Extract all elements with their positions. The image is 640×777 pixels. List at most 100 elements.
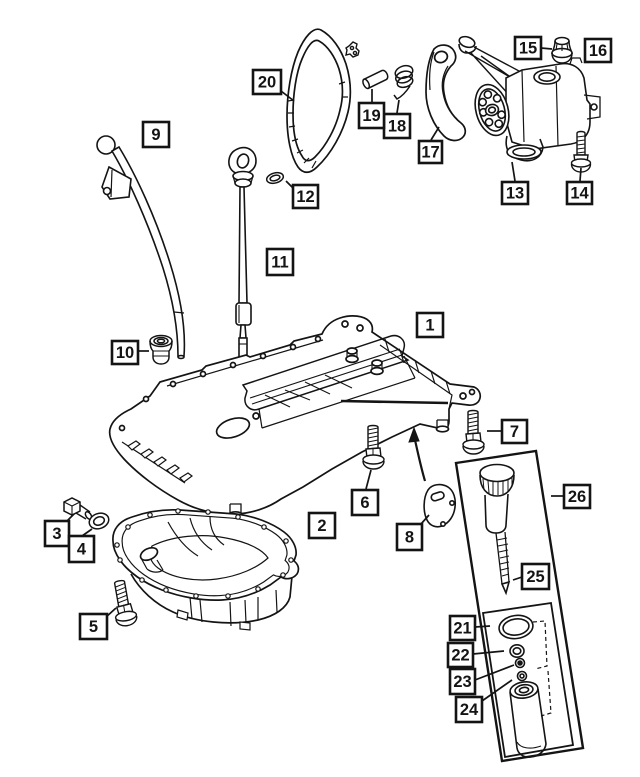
- callout-leader-14: [579, 167, 582, 182]
- gasket: [423, 483, 457, 528]
- callout-leader-23: [474, 664, 515, 681]
- callout-number-22: 22: [451, 647, 469, 665]
- o-ring: [265, 171, 285, 185]
- callout-23[interactable]: 23: [448, 664, 515, 696]
- callout-2[interactable]: 2: [307, 511, 337, 540]
- callout-number-9: 9: [151, 126, 160, 144]
- pan-bolt-6: [362, 424, 385, 470]
- callout-leader-22: [472, 650, 505, 655]
- callout-8[interactable]: 8: [395, 514, 430, 552]
- callout-box-23[interactable]: [448, 667, 477, 696]
- callout-leader-17: [430, 126, 440, 141]
- callout-box-2[interactable]: [307, 511, 337, 540]
- callout-number-24: 24: [460, 701, 479, 719]
- callout-4[interactable]: 4: [67, 528, 96, 564]
- callout-box-12[interactable]: [291, 183, 320, 210]
- callout-20[interactable]: 20: [251, 68, 295, 102]
- callout-number-7: 7: [510, 423, 519, 441]
- kit-dashed-links: [532, 620, 552, 717]
- callout-box-3[interactable]: [43, 519, 71, 548]
- callout-box-16[interactable]: [583, 37, 613, 64]
- callout-6[interactable]: 6: [350, 469, 380, 517]
- filter-element: [509, 681, 547, 758]
- callout-number-3: 3: [52, 525, 61, 543]
- callout-box-1[interactable]: [415, 311, 445, 339]
- callout-box-4[interactable]: [67, 534, 96, 564]
- callout-14[interactable]: 14: [565, 167, 594, 206]
- oil-pump: [458, 35, 601, 162]
- callout-box-5[interactable]: [78, 612, 109, 641]
- callout-leader-25: [512, 576, 523, 581]
- callout-number-17: 17: [421, 144, 439, 162]
- callout-16[interactable]: 16: [583, 37, 613, 64]
- callout-leader-18: [396, 99, 400, 114]
- callout-box-19[interactable]: [357, 101, 386, 130]
- callout-11[interactable]: 11: [265, 247, 295, 277]
- callout-15[interactable]: 15: [513, 35, 553, 61]
- callout-number-16: 16: [589, 42, 607, 60]
- callout-box-13[interactable]: [500, 180, 530, 206]
- callout-7[interactable]: 7: [487, 418, 529, 445]
- callout-19[interactable]: 19: [357, 89, 386, 130]
- callout-25[interactable]: 25: [512, 562, 551, 591]
- callout-box-14[interactable]: [565, 180, 594, 206]
- callout-18[interactable]: 18: [382, 99, 412, 140]
- bushing-plug: [550, 36, 574, 64]
- callout-number-20: 20: [258, 74, 276, 92]
- dipstick: [228, 146, 257, 364]
- callout-number-10: 10: [116, 344, 134, 362]
- gasket-position-arrow: [408, 426, 427, 482]
- lower-oil-pan: [112, 508, 300, 631]
- callout-box-24[interactable]: [454, 695, 484, 724]
- lower-pan-bolt: [113, 579, 138, 627]
- callout-box-20[interactable]: [251, 68, 283, 96]
- callout-leader-6: [365, 469, 372, 490]
- callout-number-11: 11: [271, 254, 288, 272]
- callout-leader-20: [280, 90, 295, 102]
- upper-oil-pan: [108, 315, 482, 520]
- callout-number-13: 13: [506, 185, 524, 203]
- callout-box-26[interactable]: [562, 483, 592, 510]
- callout-box-25[interactable]: [520, 562, 551, 591]
- callout-box-7[interactable]: [500, 418, 529, 445]
- callout-number-6: 6: [360, 494, 369, 512]
- tensioner-pin: [362, 69, 389, 90]
- callout-12[interactable]: 12: [285, 180, 320, 210]
- callout-number-21: 21: [453, 620, 471, 638]
- callout-leader-15: [540, 47, 553, 50]
- callout-number-1: 1: [425, 317, 434, 335]
- callout-leader-8: [420, 514, 430, 525]
- callout-box-9[interactable]: [141, 120, 171, 149]
- callout-box-15[interactable]: [513, 35, 543, 61]
- callout-box-8[interactable]: [395, 522, 424, 552]
- callout-box-21[interactable]: [448, 614, 477, 642]
- callout-leader-21: [474, 625, 491, 628]
- dipstick-tube: [96, 135, 186, 360]
- callout-22[interactable]: 22: [446, 641, 505, 669]
- callout-13[interactable]: 13: [500, 161, 530, 206]
- callout-17[interactable]: 17: [417, 126, 444, 165]
- callout-number-23: 23: [453, 673, 471, 691]
- callout-1[interactable]: 1: [415, 311, 445, 339]
- callout-box-18[interactable]: [382, 112, 412, 140]
- callout-box-11[interactable]: [265, 247, 295, 277]
- callout-box-17[interactable]: [417, 139, 444, 165]
- callout-9[interactable]: 9: [141, 120, 171, 149]
- timing-chain: [286, 28, 352, 174]
- filter-cap: [479, 463, 515, 596]
- callout-box-10[interactable]: [110, 339, 140, 366]
- drain-plug-washer: [88, 512, 110, 530]
- callout-box-22[interactable]: [446, 641, 475, 669]
- kit-o-rings: [498, 614, 534, 682]
- callout-26[interactable]: 26: [551, 483, 592, 510]
- callout-box-6[interactable]: [350, 488, 380, 517]
- chain-guide-arm: [425, 44, 467, 142]
- callout-10[interactable]: 10: [110, 339, 149, 366]
- filter-kit-inner-box: [481, 601, 575, 759]
- callout-3[interactable]: 3: [43, 513, 75, 548]
- callout-5[interactable]: 5: [78, 607, 117, 641]
- callout-number-25: 25: [526, 568, 544, 586]
- callout-24[interactable]: 24: [454, 679, 513, 724]
- callout-21[interactable]: 21: [448, 614, 491, 642]
